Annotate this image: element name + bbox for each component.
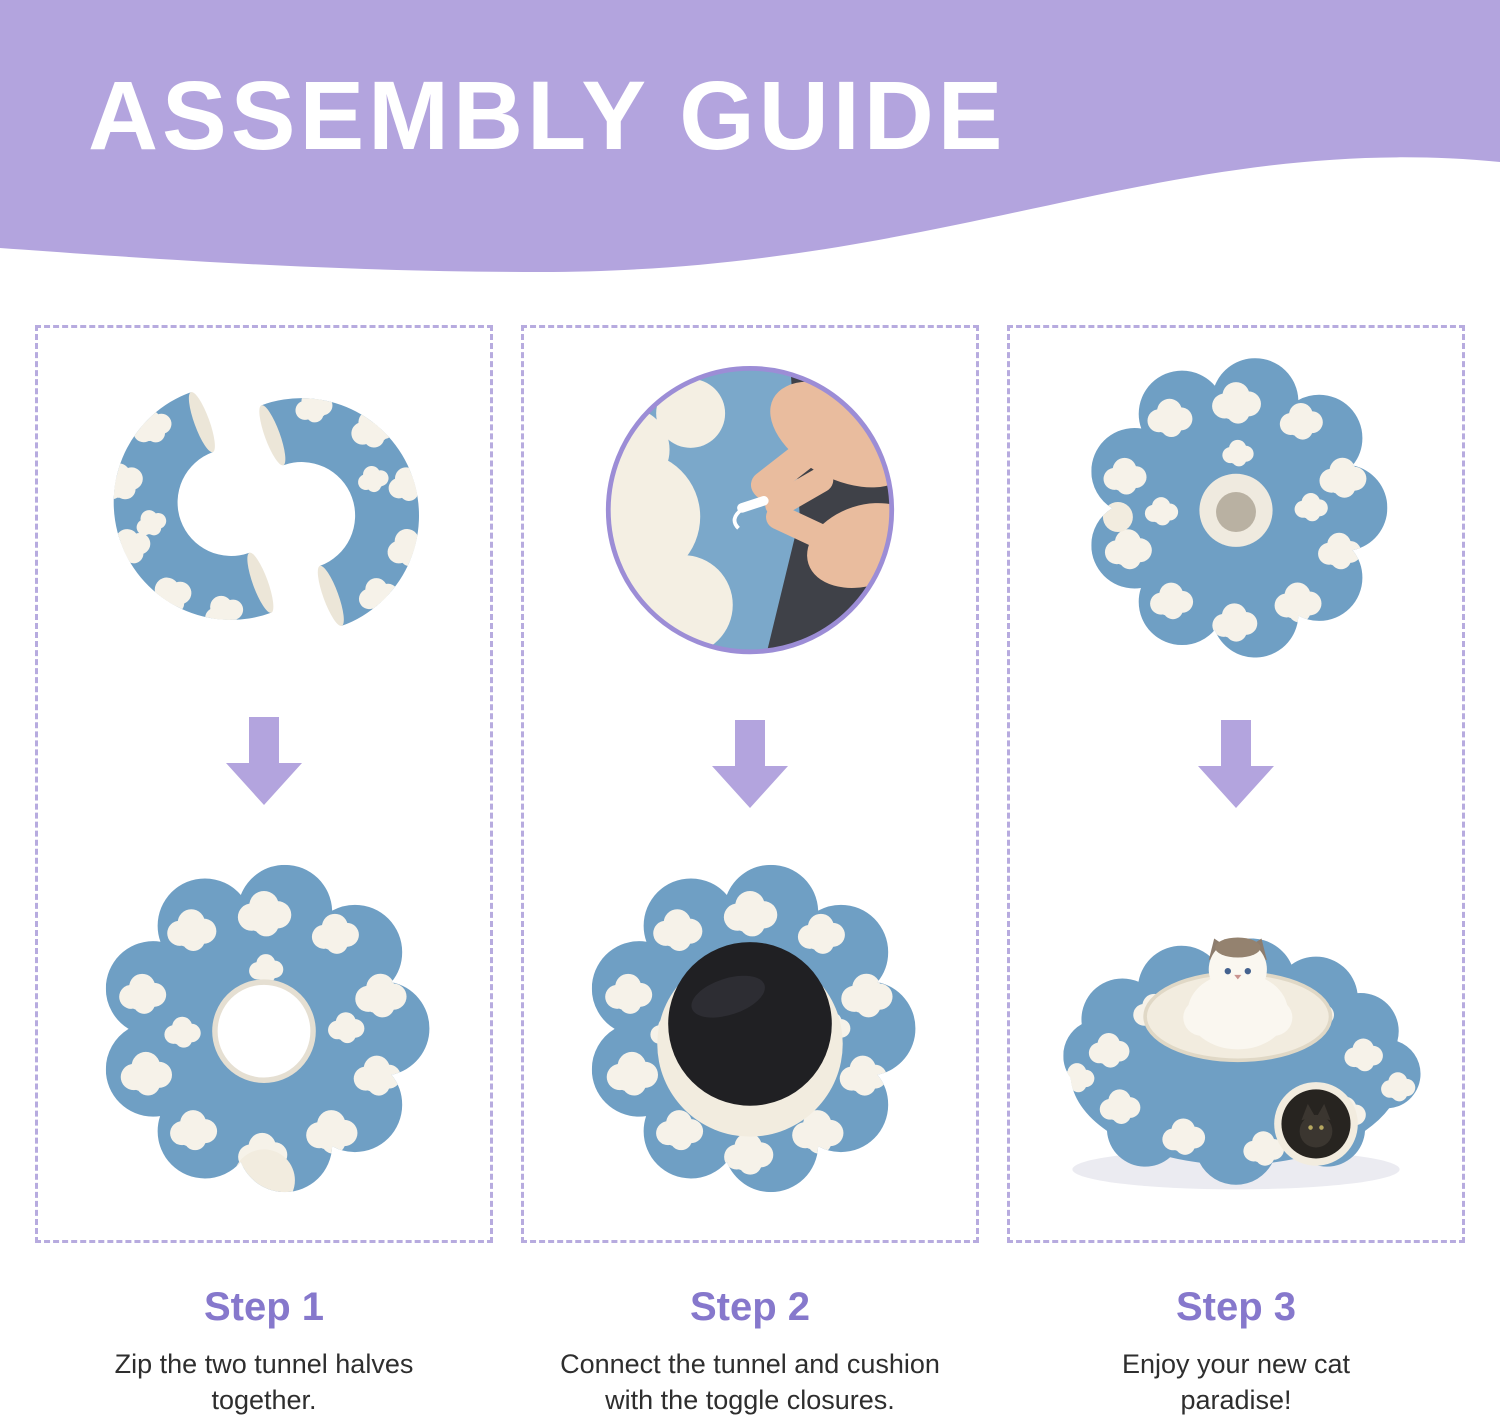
toggle-closure-closeup-image: [605, 365, 895, 655]
step2-description: Connect the tunnel and cushion with the …: [560, 1349, 940, 1416]
header-wave: [0, 0, 1500, 272]
inset-circle-border: [605, 365, 895, 655]
toggle-closure: [737, 496, 769, 513]
page-title: ASSEMBLY GUIDE: [88, 61, 1007, 170]
step3-column: Step 3 Enjoy your new cat paradise!: [1007, 325, 1465, 1419]
cat-eye-left: [1224, 968, 1231, 975]
tunnel-with-black-cushion-image: [591, 864, 916, 1193]
down-arrow-icon: [226, 717, 302, 805]
center-hole: [1216, 492, 1256, 532]
cat-nose: [1234, 974, 1242, 980]
step1-label: Step 1: [203, 1285, 325, 1329]
header-background: [0, 0, 1500, 272]
assembled-bed-top-view-image: [1091, 358, 1388, 658]
step3-panel: [1007, 325, 1465, 1243]
peeking-cat: [1299, 1103, 1333, 1148]
cloud-pattern: [290, 385, 436, 618]
step3-description: Enjoy your new cat paradise!: [1121, 1349, 1351, 1416]
step3-label: Step 3: [1175, 1285, 1297, 1329]
cloud-pattern: [93, 403, 249, 635]
step2-label: Step 2: [689, 1285, 811, 1329]
tunnel-half-left: [80, 391, 274, 653]
black-cushion: [668, 942, 832, 1106]
tunnel-center-hole: [212, 979, 316, 1083]
steps-row: Step 1 Zip the two tunnel halves togethe…: [0, 325, 1500, 1419]
cat: [1183, 937, 1293, 1050]
down-arrow-icon: [712, 720, 788, 808]
assembled-tunnel-ring-image: [105, 864, 430, 1193]
step1-panel: [35, 325, 493, 1243]
entrance-hole: [1274, 1082, 1358, 1166]
toggle-loop: [732, 507, 744, 530]
tunnel-half-right: [259, 365, 453, 627]
step1-description: Zip the two tunnel halves together.: [114, 1349, 414, 1416]
step2-column: Step 2 Connect the tunnel and cushion wi…: [521, 325, 979, 1419]
side-entrance: [1102, 502, 1133, 532]
step1-column: Step 1 Zip the two tunnel halves togethe…: [35, 325, 493, 1419]
side-entrance-notch: [233, 1149, 295, 1193]
down-arrow-icon: [1198, 720, 1274, 808]
two-tunnel-halves-image: [80, 365, 453, 653]
cat-eye-right: [1244, 968, 1251, 975]
cat-in-finished-bed-image: [1063, 937, 1421, 1190]
step2-panel: [521, 325, 979, 1243]
